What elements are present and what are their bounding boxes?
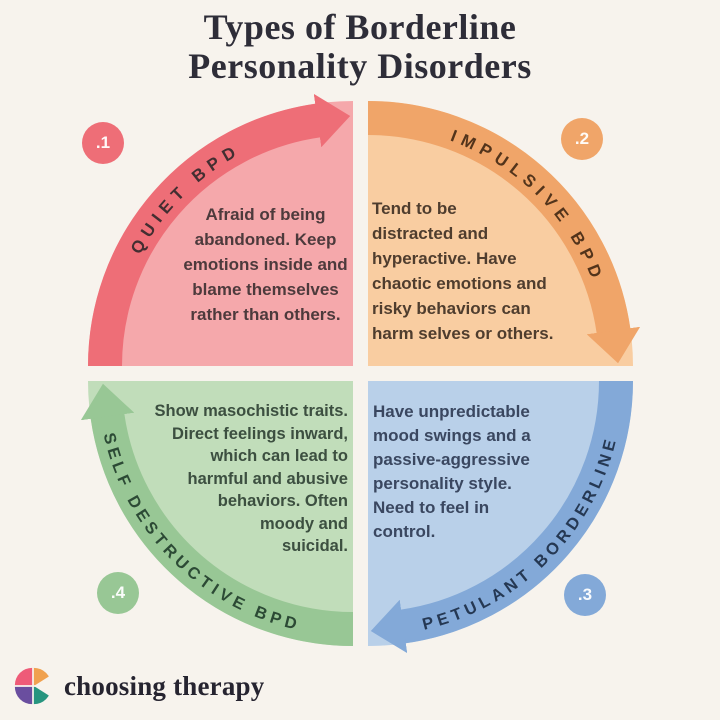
impulsive-bpd-arrow-arc xyxy=(367,101,641,364)
impulsive-bpd-quadrant xyxy=(368,101,633,366)
choosing-therapy-logo-icon xyxy=(14,667,52,705)
petulant-borderline-number-badge: .3 xyxy=(564,574,606,616)
self-destructive-bpd-number-badge: .4 xyxy=(97,572,139,614)
quiet-bpd-quadrant xyxy=(88,101,353,366)
page-title: Types of Borderline Personality Disorder… xyxy=(188,7,532,86)
footer-brand: choosing therapy xyxy=(14,664,264,708)
quiet-bpd-number-badge: .1 xyxy=(82,122,124,164)
petulant-borderline-quadrant xyxy=(368,381,633,646)
petulant-borderline-arrow-arc xyxy=(370,380,633,654)
impulsive-bpd-number-badge: .2 xyxy=(561,118,603,160)
self-destructive-bpd-arrow-arc xyxy=(80,383,354,646)
brand-wordmark: choosing therapy xyxy=(64,670,265,701)
quiet-bpd-arrow-arc xyxy=(88,93,351,367)
self-destructive-bpd-description: Show masochistic traits. Direct feelings… xyxy=(154,402,348,555)
impulsive-bpd-description: Tend to be distracted and hyperactive. H… xyxy=(372,199,554,343)
petulant-borderline-description: Have unpredictable mood swings and a pas… xyxy=(373,402,531,541)
quiet-bpd-description: Afraid of being abandoned. Keep emotions… xyxy=(183,205,348,324)
self-destructive-bpd-quadrant xyxy=(88,381,353,646)
